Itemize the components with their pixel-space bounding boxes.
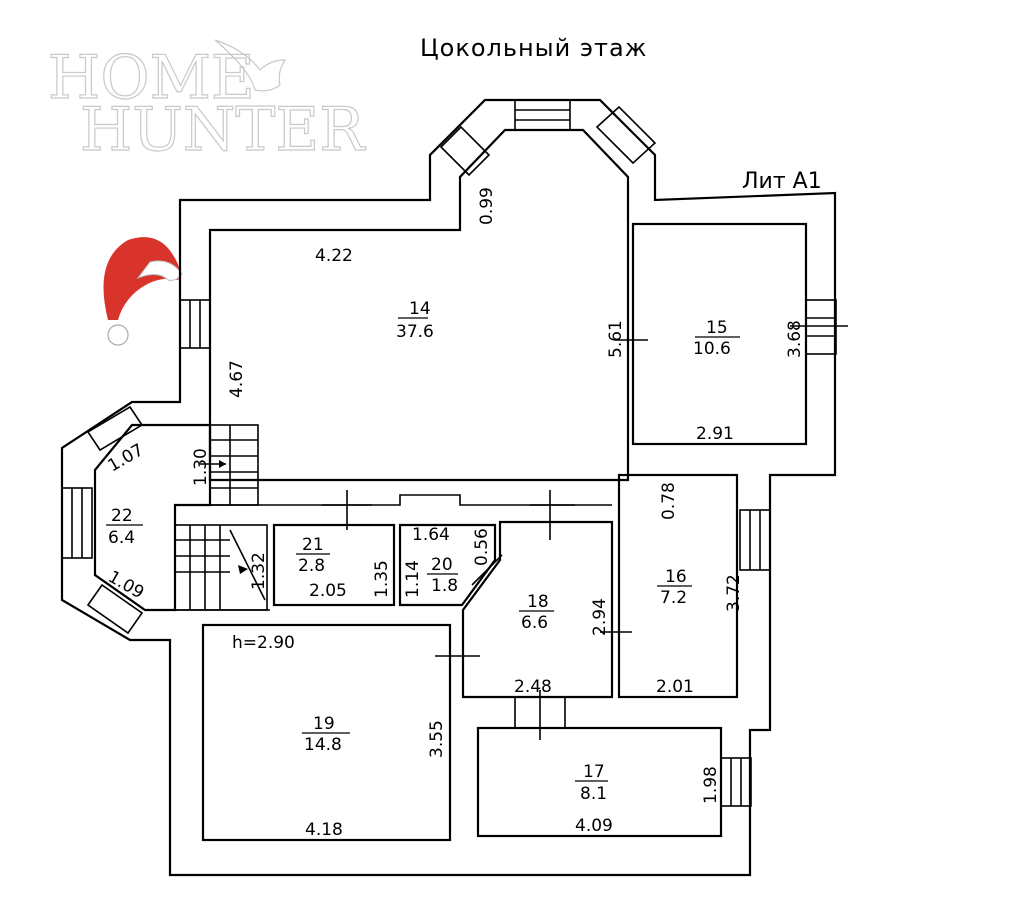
dim-label: 5.61 <box>606 320 626 358</box>
dim-label: 4.09 <box>575 816 613 836</box>
dim-label: 2.05 <box>309 581 347 601</box>
dim-label: 2.91 <box>696 424 734 444</box>
dim-label: 0.99 <box>477 187 497 225</box>
room-number: 17 <box>583 762 605 782</box>
watermark-logo: HOME HUNTER <box>47 39 367 166</box>
staircase-lower <box>174 524 268 611</box>
room-area: 6.6 <box>521 613 548 633</box>
room-number: 14 <box>409 299 431 319</box>
room-number: 20 <box>431 555 453 575</box>
dim-label: 0.78 <box>659 482 679 520</box>
dim-label: 4.22 <box>315 246 353 266</box>
outer-walls <box>60 98 837 877</box>
watermark-line1: HOME <box>48 43 255 113</box>
room-area: 1.8 <box>431 576 458 596</box>
dim-label: 4.18 <box>305 820 343 840</box>
room-21-outline <box>272 523 396 607</box>
dim-label: 1.98 <box>701 766 721 804</box>
vertical-dimension-labels: 0.99 4.67 5.61 3.68 0.78 3.72 1.30 1.32 … <box>191 187 805 804</box>
santa-hat-icon <box>103 237 183 346</box>
room-16-outline <box>617 473 739 699</box>
room-labels: 14 37.6 15 10.6 16 7.2 17 8.1 18 6.6 19 … <box>106 299 740 804</box>
dim-label: 2.48 <box>514 677 552 697</box>
room-number: 16 <box>665 567 687 587</box>
building-label: Лит А1 <box>742 169 822 194</box>
watermark-line2: HUNTER <box>80 95 366 165</box>
room-area: 8.1 <box>580 784 607 804</box>
dim-label: 4.67 <box>227 360 247 398</box>
dim-label: 3.72 <box>724 574 744 612</box>
dim-label: 2.94 <box>590 598 610 636</box>
room-number: 21 <box>302 535 324 555</box>
room-area: 7.2 <box>660 588 687 608</box>
room-number: 22 <box>111 506 133 526</box>
room-area: 6.4 <box>108 528 135 548</box>
dim-label: 1.14 <box>403 560 423 598</box>
header-note: h=2.90 <box>232 633 295 653</box>
room-number: 18 <box>527 592 549 612</box>
room-area: 37.6 <box>396 322 434 342</box>
dim-label: 2.01 <box>656 677 694 697</box>
room-20-outline <box>398 523 497 607</box>
dim-label: 1.30 <box>191 448 211 486</box>
room-number: 15 <box>706 318 728 338</box>
staircase-upper <box>200 424 259 506</box>
room-area: 2.8 <box>298 556 325 576</box>
room-area: 10.6 <box>693 339 731 359</box>
dim-label: 1.35 <box>372 560 392 598</box>
room-18-outline <box>461 520 614 699</box>
windows <box>61 99 848 807</box>
dim-label: 3.55 <box>427 720 447 758</box>
dim-label: 0.56 <box>472 528 492 566</box>
dim-label: 3.68 <box>785 320 805 358</box>
room-number: 19 <box>313 714 335 734</box>
room-area: 14.8 <box>304 735 342 755</box>
dim-label: 1.32 <box>249 552 269 590</box>
doors <box>322 320 648 740</box>
room-19-outline <box>201 623 452 842</box>
dim-label: 1.07 <box>105 440 148 476</box>
plan-title: Цокольный этаж <box>420 34 647 62</box>
dim-label: 1.64 <box>412 525 450 545</box>
